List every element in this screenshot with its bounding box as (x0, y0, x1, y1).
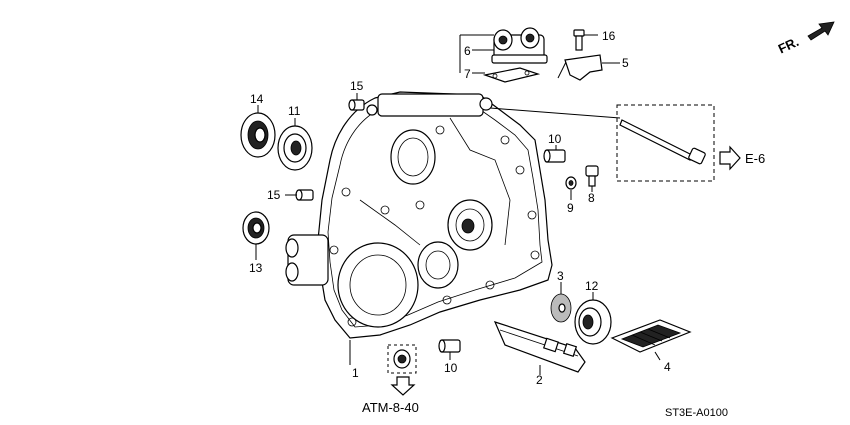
label-part-9: 9 (567, 201, 574, 215)
label-part-7: 7 (464, 67, 471, 81)
ref-label-e6: E-6 (745, 151, 765, 166)
leader-lines (255, 34, 661, 375)
diagram-code: ST3E-A0100 (665, 407, 728, 419)
label-part-11: 11 (288, 104, 301, 118)
part-12-bearing (574, 299, 612, 345)
part-11-bearing (277, 125, 313, 171)
seal-reference-box (387, 344, 417, 374)
part-10-dowel-lower (438, 339, 461, 353)
part-labels: 1 2 3 4 5 6 7 8 9 10 10 11 12 13 14 15 1… (249, 29, 671, 387)
label-part-6: 6 (464, 44, 471, 58)
label-part-4: 4 (664, 360, 671, 374)
label-part-1: 1 (352, 366, 359, 380)
part-6-solenoid (491, 27, 548, 64)
label-part-10-lower: 10 (444, 361, 458, 375)
ref-label-atm: ATM-8-40 (362, 400, 419, 415)
long-bolt (616, 104, 715, 182)
part-4-strainer (610, 319, 692, 353)
part-15-dowel-lower (295, 189, 314, 201)
part-5-bracket (557, 54, 603, 81)
label-part-8: 8 (588, 191, 595, 205)
front-label: FR. (776, 34, 801, 56)
label-part-5: 5 (622, 56, 629, 70)
label-part-3: 3 (557, 269, 564, 283)
part-8-bolt (585, 165, 599, 187)
part-2-shaft (493, 321, 586, 373)
part-15-dowel-upper (348, 99, 365, 111)
ref-arrow-right: E-6 (719, 145, 765, 171)
label-part-13: 13 (249, 261, 263, 275)
part-13-seal (242, 211, 270, 245)
front-arrow-icon (807, 21, 835, 41)
part-16-bolt (573, 29, 585, 51)
part-9-washer (565, 176, 577, 190)
transmission-housing (285, 91, 553, 339)
label-part-15-upper: 15 (350, 79, 364, 93)
label-part-14: 14 (250, 92, 264, 106)
label-part-10-upper: 10 (548, 132, 562, 146)
part-10-dowel-upper (543, 149, 566, 163)
label-part-2: 2 (536, 373, 543, 387)
part-7-gasket (482, 67, 541, 83)
label-part-16: 16 (602, 29, 616, 43)
part-3-washer (550, 293, 572, 323)
label-part-12: 12 (585, 279, 599, 293)
front-indicator: FR. (776, 21, 835, 56)
ref-arrow-bottom: ATM-8-40 (362, 376, 419, 415)
label-part-15-lower: 15 (267, 188, 281, 202)
part-14-seal (240, 112, 276, 158)
